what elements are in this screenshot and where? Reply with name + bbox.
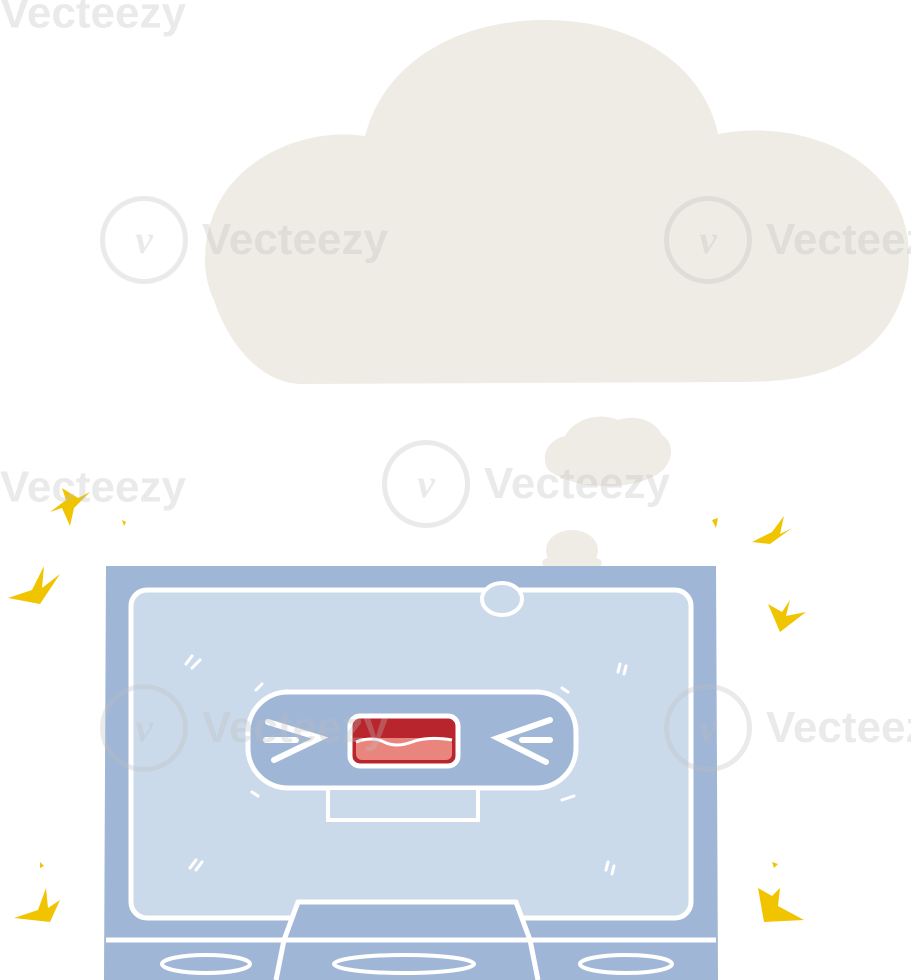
- gritted-mouth: [347, 713, 461, 769]
- sparkle-dot-bottom-left: [40, 862, 44, 868]
- sparkle-dot-right: [712, 518, 718, 528]
- cassette-tape-icon: [104, 566, 718, 980]
- sparkle-dot-bottom-right: [772, 862, 778, 868]
- sparkle-icon: [8, 488, 806, 922]
- thought-cloud-icon: [204, 20, 909, 572]
- sparkle-top-right: [752, 516, 792, 544]
- squeezed-eyes: [263, 717, 553, 765]
- sparkle-right: [768, 600, 806, 632]
- sparkle-bottom-right: [758, 888, 804, 922]
- sparkle-dot-left: [122, 520, 126, 526]
- sparkle-left: [8, 566, 60, 604]
- sparkle-bottom-left: [14, 888, 60, 922]
- sparkle-top-left: [50, 488, 90, 526]
